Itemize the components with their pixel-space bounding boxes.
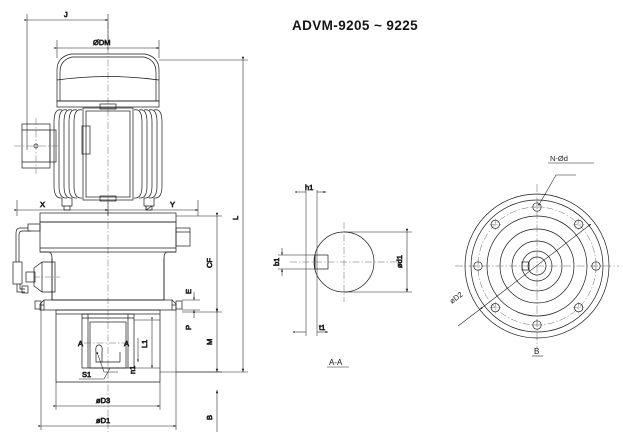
dimension-label-d1: øD1	[96, 416, 110, 425]
section-a-a-view: h1 t1 b1 ød1	[272, 183, 412, 368]
dimension-label-d3: øD3	[96, 396, 110, 405]
dimension-d1-section	[344, 228, 412, 293]
leader-n-d	[537, 162, 594, 206]
section-caption: A-A	[329, 358, 343, 367]
dimension-label-s1: S1	[82, 370, 91, 379]
flange-caption: B	[534, 347, 539, 356]
pump-side-cover	[25, 261, 60, 293]
dimension-label-l1: L1	[140, 340, 149, 348]
section-marker-a-left: A	[78, 339, 83, 348]
dimension-label-l: L	[231, 216, 240, 220]
dimension-label-cf: CF	[205, 258, 214, 268]
pump-upper-housing	[39, 212, 191, 301]
dimension-d2	[457, 223, 592, 327]
dimension-m	[160, 308, 222, 373]
dimension-e	[182, 292, 200, 318]
dimension-label-m: M	[205, 339, 214, 345]
dimension-label-x: X	[40, 200, 45, 209]
dimension-x	[14, 200, 109, 216]
dimension-label-p: P	[184, 325, 193, 330]
dimension-label-n1: n1	[128, 366, 137, 374]
terminal-box	[14, 118, 58, 174]
dimension-d3	[53, 382, 161, 410]
dimension-cf	[176, 212, 222, 313]
dimension-d1	[38, 310, 177, 430]
dimension-l1	[134, 317, 160, 369]
dimension-label-n-d: N-Ød	[550, 154, 568, 163]
dimension-label-h1: h1	[305, 183, 313, 192]
section-marker-a-right: A	[124, 339, 129, 348]
shaft-hub	[81, 313, 135, 369]
motor-fan-cover	[56, 53, 160, 102]
dimension-j	[24, 14, 109, 150]
dimension-label-d2: øD2	[448, 290, 465, 306]
dimension-label-e: E	[184, 289, 193, 294]
front-elevation-view: A A J ØDM X	[12, 10, 248, 432]
page-title: ADVM-9205 ~ 9225	[291, 18, 419, 33]
dimension-label-j: J	[64, 10, 68, 19]
dimension-label-y: Y	[170, 200, 175, 209]
bottom-flange-view	[455, 162, 619, 357]
dimension-label-b: B	[205, 415, 214, 420]
dimension-y	[105, 200, 199, 216]
pump-body	[34, 258, 183, 311]
dimension-label-d1-section: ød1	[395, 255, 404, 268]
leader-s1	[79, 352, 118, 380]
dimension-b1	[278, 248, 316, 276]
dimension-label-b1: b1	[272, 258, 281, 266]
cooling-tube	[12, 223, 41, 294]
motor-body	[53, 100, 163, 202]
dimension-label-dm: ØDM	[93, 38, 111, 47]
dimension-label-t1: t1	[319, 323, 325, 332]
dimension-dm	[54, 40, 160, 58]
